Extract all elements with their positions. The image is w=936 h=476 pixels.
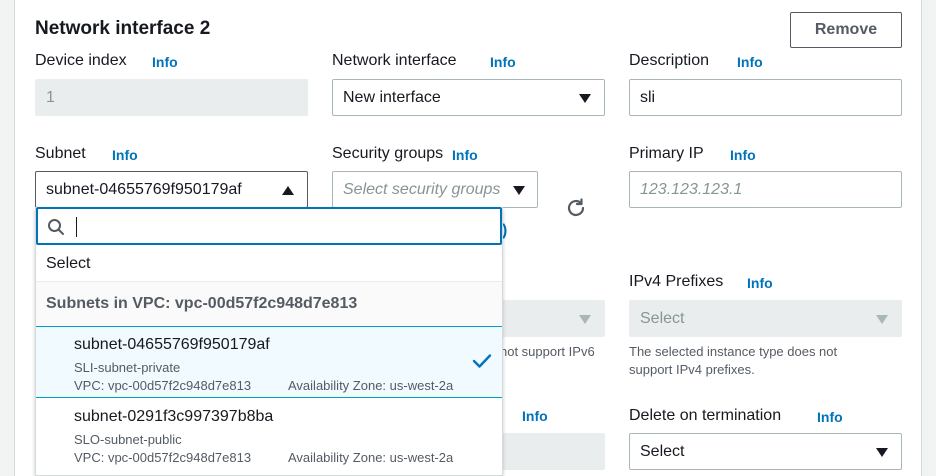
network-interface-value: New interface xyxy=(343,89,441,106)
subnet-option-name: SLO-subnet-public xyxy=(74,432,182,447)
network-interface-info-link[interactable]: Info xyxy=(490,54,516,70)
checkmark-icon xyxy=(472,354,492,368)
caret-down-icon xyxy=(876,448,888,457)
subnet-label: Subnet xyxy=(35,145,86,162)
primary-ip-placeholder: 123.123.123.1 xyxy=(640,181,743,198)
right-frame xyxy=(921,0,936,476)
delete-on-termination-label: Delete on termination xyxy=(629,407,782,424)
primary-ip-input[interactable]: 123.123.123.1 xyxy=(629,171,902,208)
subnet-info-link[interactable]: Info xyxy=(112,147,138,163)
partial-info-link[interactable]: Info xyxy=(522,408,548,424)
subnet-option[interactable]: subnet-04655769f950179af SLI-subnet-priv… xyxy=(36,326,502,398)
left-frame xyxy=(0,0,15,476)
subnet-dropdown: Select Subnets in VPC: vpc-00d57f2c948d7… xyxy=(35,207,503,476)
partial-paren: ) xyxy=(502,222,508,239)
ipv6-select-partial xyxy=(500,300,605,337)
subnet-value: subnet-04655769f950179af xyxy=(46,181,242,198)
description-label: Description xyxy=(629,52,710,69)
ipv4-prefixes-info-link[interactable]: Info xyxy=(747,275,773,291)
subnet-option-name: SLI-subnet-private xyxy=(74,360,181,375)
device-index-info-link[interactable]: Info xyxy=(152,54,178,70)
dropdown-group-header: Subnets in VPC: vpc-00d57f2c948d7e813 xyxy=(36,281,502,328)
subnet-select[interactable]: subnet-04655769f950179af xyxy=(35,171,308,208)
subnet-option-az: Availability Zone: us-west-2a xyxy=(288,378,454,393)
ipv4-prefixes-select: Select xyxy=(629,300,902,337)
description-info-link[interactable]: Info xyxy=(737,54,763,70)
description-input[interactable]: sli xyxy=(629,79,902,116)
subnet-option-id: subnet-04655769f950179af xyxy=(74,336,270,353)
caret-down-icon xyxy=(513,186,525,195)
security-groups-placeholder: Select security groups xyxy=(343,181,501,198)
subnet-option-az: Availability Zone: us-west-2a xyxy=(288,450,454,465)
subnet-search-input[interactable] xyxy=(36,207,502,245)
refresh-icon[interactable] xyxy=(564,196,588,220)
description-value: sli xyxy=(640,89,656,106)
security-groups-select[interactable]: Select security groups xyxy=(332,171,538,208)
partial-select-bottom xyxy=(500,433,605,470)
dropdown-group-label: Subnets in VPC: vpc-00d57f2c948d7e813 xyxy=(46,295,358,312)
delete-on-termination-value: Select xyxy=(640,443,685,460)
primary-ip-info-link[interactable]: Info xyxy=(730,147,756,163)
network-interface-label: Network interface xyxy=(332,52,457,69)
ipv4-prefixes-note-line2: support IPv4 prefixes. xyxy=(629,362,755,377)
subnet-option-id: subnet-0291f3c997397b8ba xyxy=(74,408,274,425)
device-index-value: 1 xyxy=(46,89,55,106)
network-interface-select[interactable]: New interface xyxy=(332,79,605,116)
dropdown-option-select[interactable]: Select xyxy=(46,255,91,272)
caret-up-icon xyxy=(282,186,294,195)
primary-ip-label: Primary IP xyxy=(629,145,704,162)
security-groups-info-link[interactable]: Info xyxy=(452,147,478,163)
caret-down-icon xyxy=(876,315,888,324)
remove-button[interactable]: Remove xyxy=(790,12,902,48)
subnet-option-vpc: VPC: vpc-00d57f2c948d7e813 xyxy=(74,378,252,393)
section-title: Network interface 2 xyxy=(35,18,211,39)
ipv4-prefixes-note-line1: The selected instance type does not xyxy=(629,344,838,359)
device-index-label: Device index xyxy=(35,52,127,69)
caret-down-icon xyxy=(579,315,591,324)
device-index-field: 1 xyxy=(35,79,308,116)
delete-on-termination-info-link[interactable]: Info xyxy=(817,409,843,425)
ipv4-prefixes-label: IPv4 Prefixes xyxy=(629,273,724,290)
search-icon xyxy=(48,219,64,235)
security-groups-label: Security groups xyxy=(332,145,444,162)
ipv6-note-partial: not support IPv6 xyxy=(500,344,595,359)
text-cursor xyxy=(76,217,77,237)
subnet-option-vpc: VPC: vpc-00d57f2c948d7e813 xyxy=(74,450,252,465)
delete-on-termination-select[interactable]: Select xyxy=(629,433,902,470)
caret-down-icon xyxy=(579,94,591,103)
ipv4-prefixes-value: Select xyxy=(640,310,685,327)
subnet-option[interactable]: subnet-0291f3c997397b8ba SLO-subnet-publ… xyxy=(36,399,502,471)
